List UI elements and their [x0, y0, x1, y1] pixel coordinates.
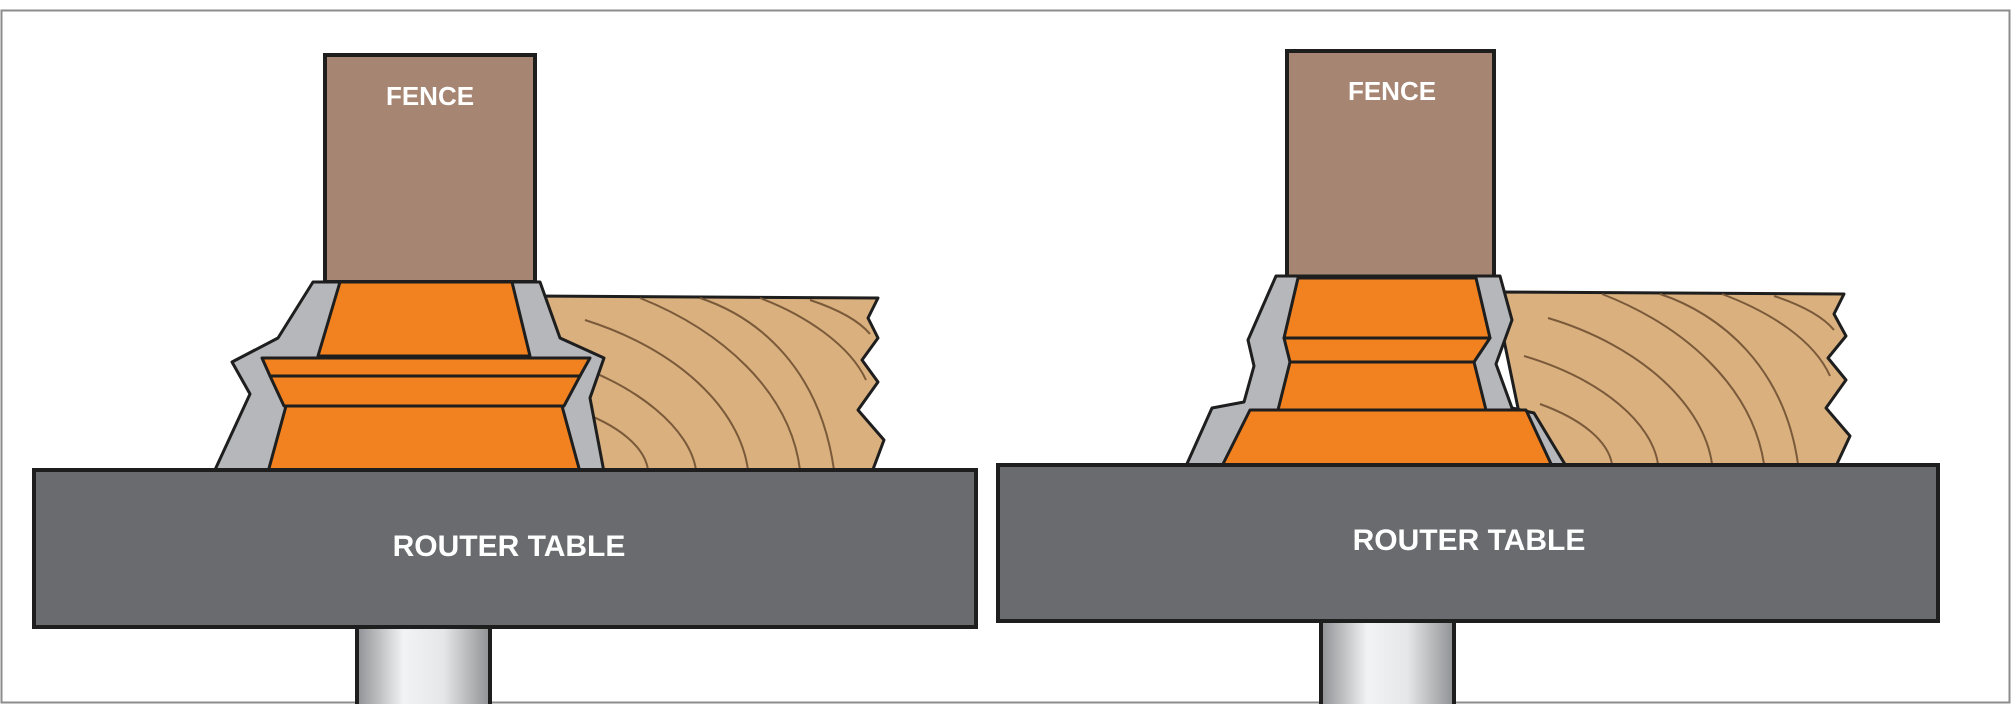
router-bit-cutter [260, 280, 592, 474]
wood-workpiece [532, 294, 886, 474]
wood-workpiece [1492, 290, 1852, 468]
router-table [996, 463, 1940, 623]
router-table-label: ROUTER TABLE [1353, 524, 1586, 557]
fence-label: FENCE [1348, 76, 1436, 106]
fence-label: FENCE [386, 81, 474, 111]
diagram-frame [0, 9, 2011, 704]
router-bit-cutter [1220, 276, 1554, 468]
fence [323, 53, 537, 284]
router-table-label: ROUTER TABLE [393, 530, 626, 563]
router-table [32, 468, 978, 629]
right-panel: FENCE ROUTER TABLE [996, 49, 1940, 704]
left-panel: FENCE ROUTER TABLE [32, 53, 978, 704]
router-shaft [1319, 619, 1456, 704]
router-shaft [355, 625, 492, 704]
